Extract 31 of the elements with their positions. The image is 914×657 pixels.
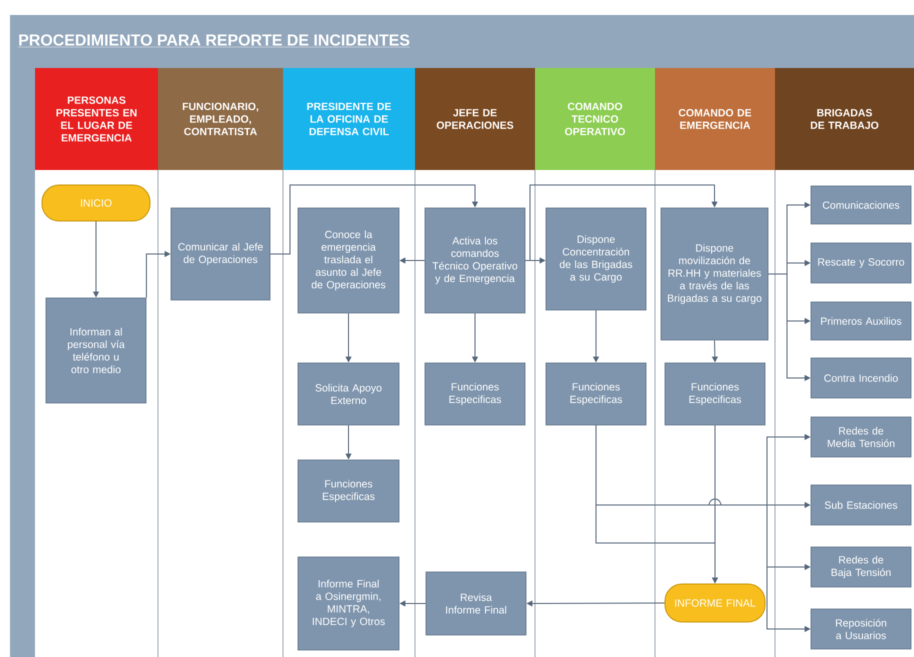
process-box: Solicita Apoyo Externo	[298, 362, 400, 426]
process-box: Activa los comandos Técnico Operativo y de Emergencia	[424, 208, 526, 314]
lane-header: FUNCIONARIO, EMPLEADO, CONTRATISTA	[158, 68, 283, 170]
process-box: Redes de Media Tensión	[810, 416, 912, 458]
process-box: Comunicar al Jefe de Operaciones	[170, 208, 270, 300]
process-box: Dispone Concentración de las Brigadas a su Cargo	[546, 208, 646, 310]
process-box: Rescate y Socorro	[810, 242, 912, 284]
process-box: Dispone movilización de RR.HH y materiales a través de las Brigadas a su cargo	[660, 208, 768, 340]
process-box: Conoce la emergencia traslada el asunto al Jefe de Operaciones	[298, 208, 400, 314]
arrow	[270, 184, 478, 254]
lane-header: BRIGADAS DE TRABAJO	[775, 68, 914, 170]
process-box: Funciones Especificas	[546, 362, 646, 426]
lane-header: JEFE DE OPERACIONES	[415, 68, 535, 170]
lane-header: PERSONAS PRESENTES EN EL LUGAR DE EMERGENCIA	[35, 68, 158, 170]
title: PROCEDIMIENTO PARA REPORTE DE INCIDENTES	[18, 34, 410, 48]
process-box: Funciones Especificas	[664, 362, 766, 426]
lane-header: COMANDO DE EMERGENCIA	[655, 68, 775, 170]
lane-header: COMANDO TECNICO OPERATIVO	[535, 68, 655, 170]
process-box: Funciones Especificas	[298, 460, 400, 522]
process-box: Reposición a Usuarios	[810, 608, 912, 650]
process-box: Funciones Especificas	[424, 362, 526, 426]
process-box: Sub Estaciones	[810, 484, 912, 526]
process-box: Revisa Informe Final	[426, 572, 526, 636]
process-box: Redes de Baja Tensión	[810, 546, 912, 588]
process-box: Primeros Auxilios	[810, 302, 912, 340]
process-box: Comunicaciones	[810, 186, 912, 224]
arrow	[524, 184, 718, 261]
lane-header: PRESIDENTE DE LA OFICINA DE DEFENSA CIVIL	[283, 68, 415, 170]
process-box: Contra Incendio	[810, 358, 912, 398]
process-box: Informan al personal vía teléfono u otro medio	[46, 298, 146, 404]
process-box: Informe Final a Osinergmin, MINTRA, INDECI y Otros	[298, 556, 400, 650]
